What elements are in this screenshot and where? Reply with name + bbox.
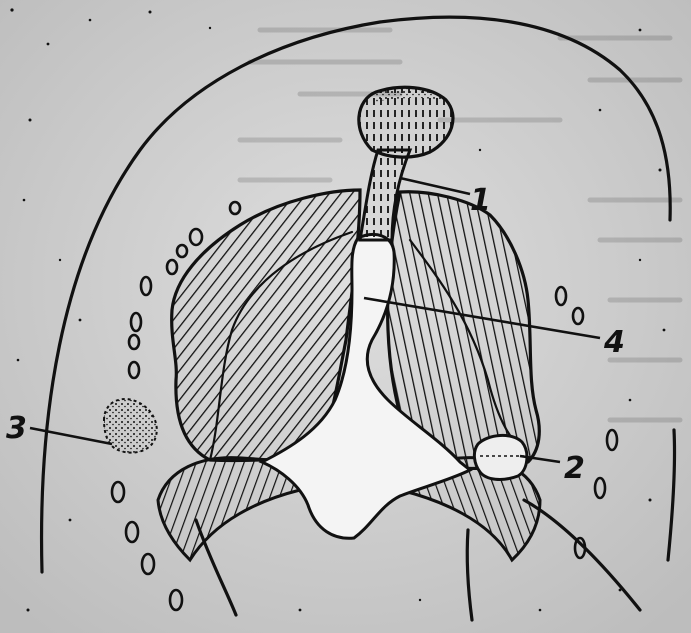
callout-label-3: 3 (6, 411, 27, 446)
callout-label-1: 1 (470, 183, 491, 218)
callout-label-4: 4 (603, 325, 625, 360)
lesion-2 (474, 435, 527, 479)
callout-label-2: 2 (564, 451, 585, 486)
